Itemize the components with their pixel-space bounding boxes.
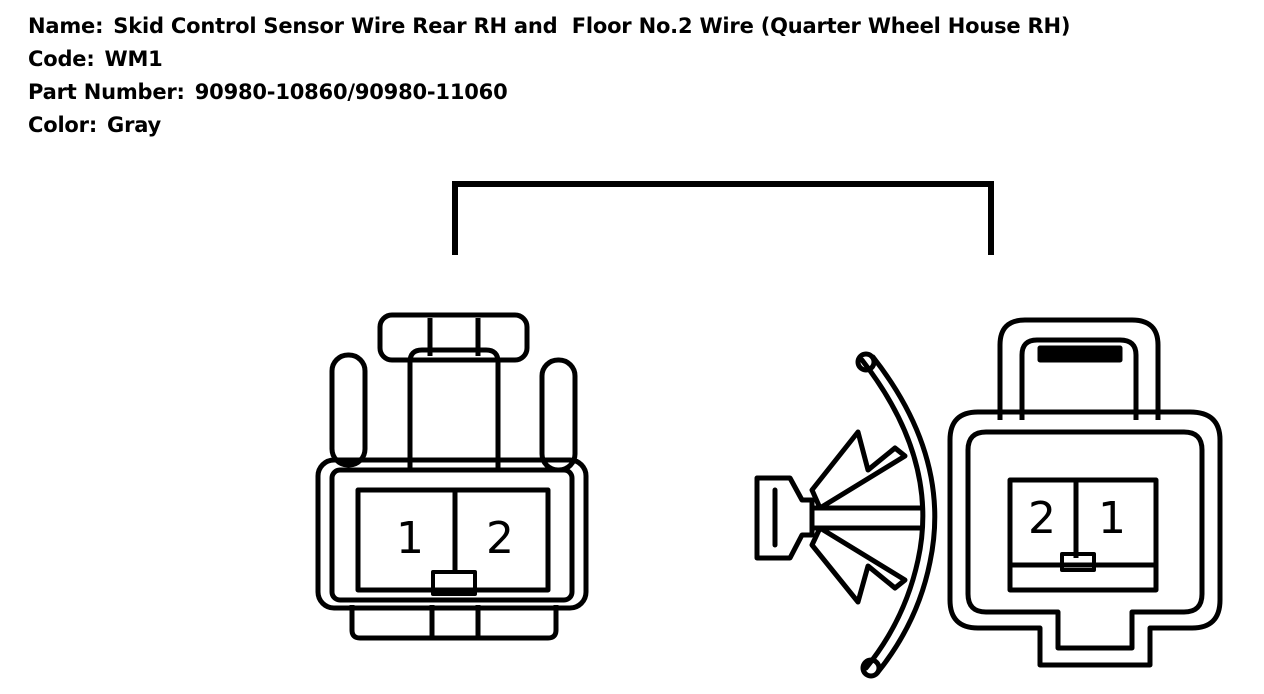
right-connector-lock-hood: [997, 317, 1161, 420]
left-connector-pin-1: 1: [396, 513, 424, 564]
clip-shaft: [754, 475, 815, 561]
color-label: Color:: [28, 113, 98, 137]
name-label: Name:: [28, 14, 104, 38]
left-connector-keyway: [431, 570, 477, 596]
mounting-clip: [754, 351, 938, 679]
clip-lower-barb: [809, 525, 908, 605]
color-line: Color: Gray: [28, 109, 1070, 142]
left-connector-rib-right: [539, 357, 578, 473]
left-connector-top-latch: [377, 312, 530, 363]
left-connector-pin-2: 2: [486, 513, 514, 564]
part-number-line: Part Number: 90980-10860/90980-11060: [28, 76, 1070, 109]
part-number-label: Part Number:: [28, 80, 185, 104]
clip-upper-barb: [809, 429, 908, 511]
code-value: WM1: [104, 47, 163, 71]
color-value: Gray: [107, 113, 162, 137]
code-label: Code:: [28, 47, 95, 71]
connector-info: Name: Skid Control Sensor Wire Rear RH an…: [28, 10, 1070, 142]
right-connector-keyway: [1060, 552, 1096, 572]
clip-arc-rail: [859, 357, 926, 671]
right-connector-pin-area: [1007, 477, 1159, 593]
left-connector: [315, 312, 589, 641]
right-connector-housing: [947, 409, 1223, 668]
code-line: Code: WM1: [28, 43, 1070, 76]
left-connector-rib-left: [329, 352, 368, 468]
right-connector-pin-1: 1: [1098, 493, 1126, 544]
right-connector-pin-2: 2: [1028, 493, 1056, 544]
name-line: Name: Skid Control Sensor Wire Rear RH an…: [28, 10, 1070, 43]
pairing-bracket: [452, 181, 994, 255]
left-connector-housing: [315, 457, 589, 611]
name-value: Skid Control Sensor Wire Rear RH and Flo…: [113, 14, 1071, 38]
left-connector-body: [407, 347, 501, 472]
part-number-value: 90980-10860/90980-11060: [194, 80, 508, 104]
right-connector: [947, 317, 1223, 668]
